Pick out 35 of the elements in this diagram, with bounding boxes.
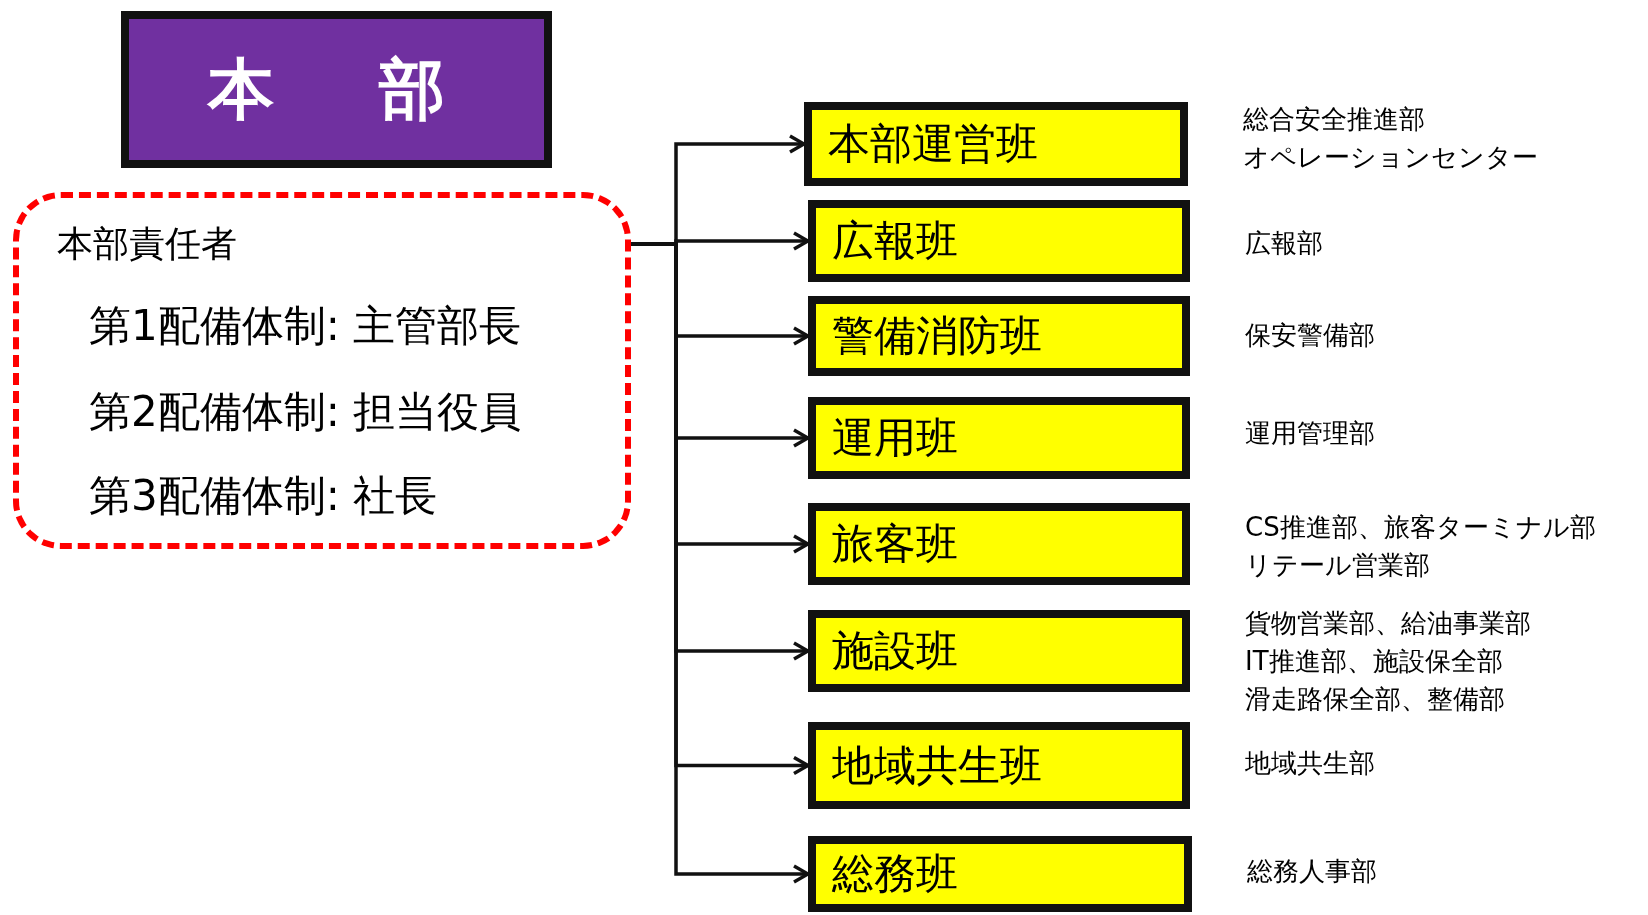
team-name: 広報班 bbox=[832, 215, 958, 267]
role-text: 第1配備体制: 主管部長 bbox=[89, 300, 522, 352]
team-name: 警備消防班 bbox=[832, 310, 1042, 362]
team-name: 運用班 bbox=[832, 412, 958, 464]
department-note: 総合安全推進部 bbox=[1243, 103, 1425, 136]
department-note: 総務人事部 bbox=[1247, 855, 1377, 888]
team-box bbox=[808, 200, 1190, 282]
department-note: 貨物営業部、給油事業部 bbox=[1245, 607, 1531, 640]
department-note: 広報部 bbox=[1245, 227, 1323, 260]
team-name: 施設班 bbox=[832, 625, 958, 677]
department-note: 滑走路保全部、整備部 bbox=[1245, 683, 1505, 716]
team-name: 地域共生班 bbox=[832, 739, 1042, 792]
role-text: 第3配備体制: 社長 bbox=[89, 470, 438, 522]
department-note: リテール営業部 bbox=[1245, 549, 1430, 582]
team-box bbox=[808, 610, 1190, 692]
team-box bbox=[808, 296, 1190, 376]
department-note: オペレーションセンター bbox=[1243, 141, 1538, 174]
title-text: 本 部 bbox=[207, 49, 466, 130]
team-box bbox=[808, 397, 1190, 479]
team-name: 本部運営班 bbox=[828, 118, 1038, 170]
role-heading: 本部責任者 bbox=[57, 222, 237, 266]
team-box bbox=[808, 836, 1192, 912]
department-note: 保安警備部 bbox=[1245, 319, 1375, 352]
department-note: 運用管理部 bbox=[1245, 417, 1375, 450]
team-name: 旅客班 bbox=[832, 518, 958, 570]
department-note: CS推進部、旅客ターミナル部 bbox=[1245, 511, 1596, 544]
title-box bbox=[121, 11, 552, 168]
department-note: IT推進部、施設保全部 bbox=[1245, 645, 1503, 678]
role-text: 第2配備体制: 担当役員 bbox=[89, 386, 522, 438]
team-name: 総務班 bbox=[832, 848, 958, 900]
team-box bbox=[804, 102, 1188, 186]
team-box bbox=[808, 722, 1190, 809]
team-box bbox=[808, 503, 1190, 585]
department-note: 地域共生部 bbox=[1245, 747, 1375, 780]
responsible-box bbox=[13, 192, 631, 549]
